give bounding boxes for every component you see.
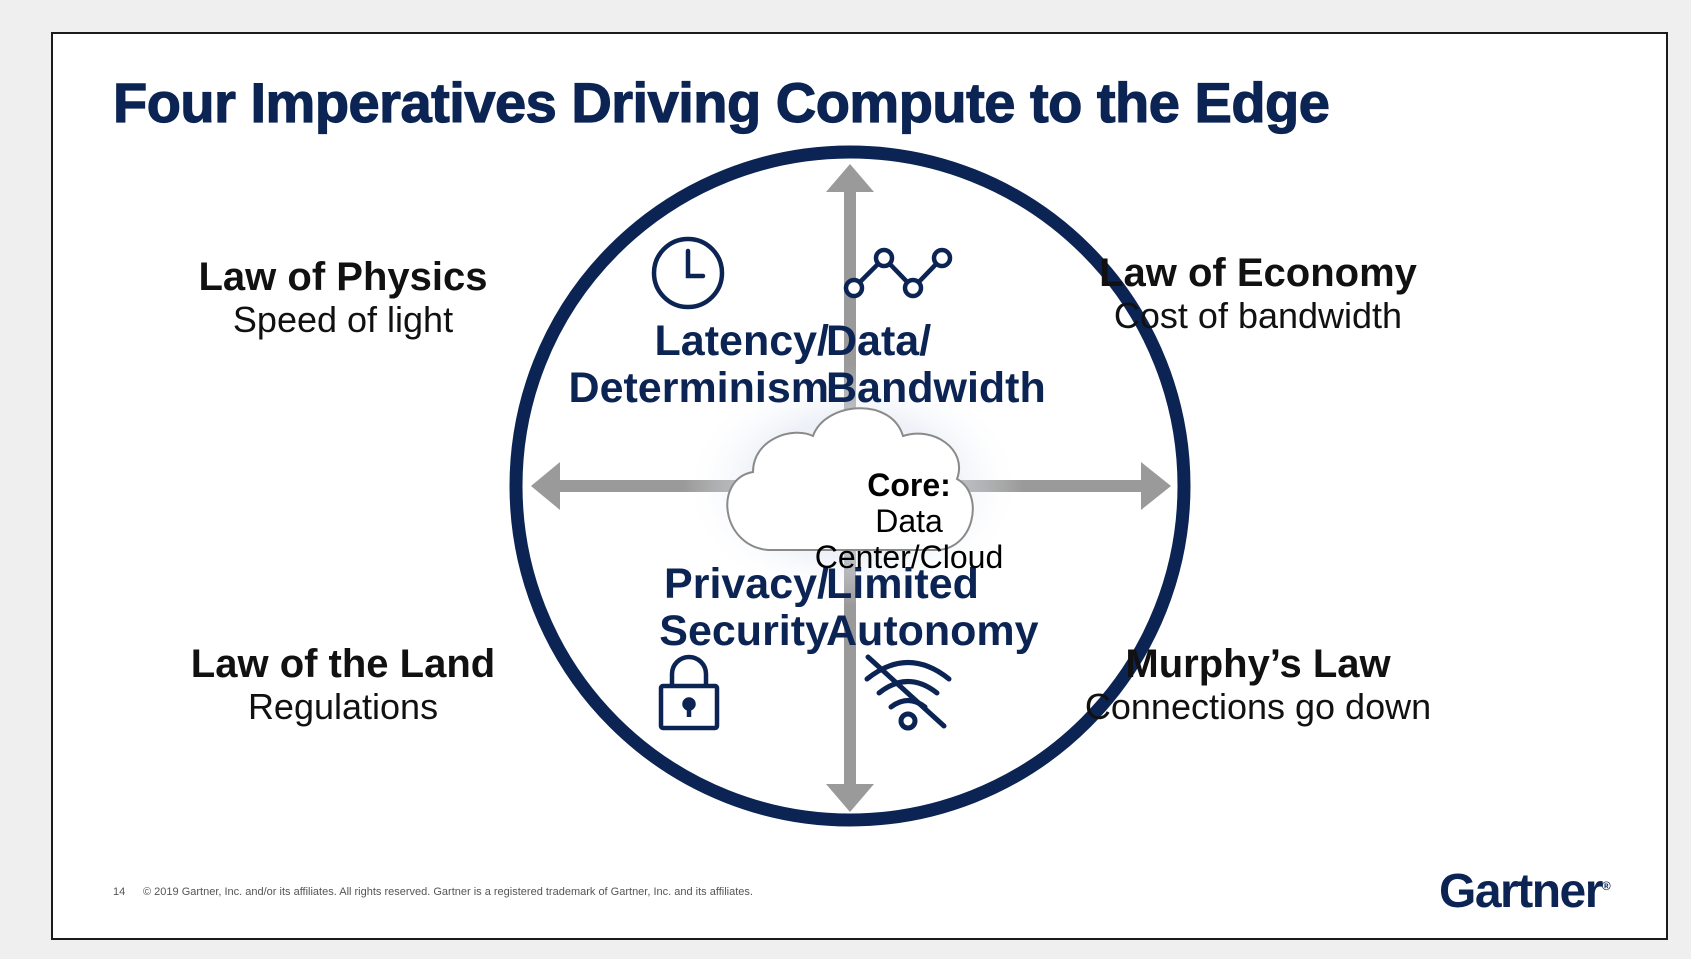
quadrant-autonomy-line2: Autonomy — [826, 607, 1039, 655]
slide-title: Four Imperatives Driving Compute to the … — [112, 70, 1330, 134]
law-land-heading: Law of the Land — [190, 642, 496, 686]
law-land-sub: Regulations — [247, 686, 439, 727]
law-physics-sub: Speed of light — [232, 299, 454, 340]
quadrant-autonomy-line1: Limited — [826, 560, 979, 608]
quadrant-latency-line2: Determinism — [568, 364, 829, 412]
quadrant-privacy-line1: Privacy/ — [664, 560, 829, 608]
logo-registered-mark: ® — [1601, 879, 1611, 893]
core-line1: Data — [875, 503, 943, 539]
copyright-notice: © 2019 Gartner, Inc. and/or its affiliat… — [143, 886, 753, 898]
law-economy-heading: Law of Economy — [1099, 251, 1417, 295]
logo-text: Gartner — [1439, 865, 1603, 918]
law-murphy-sub: Connections go down — [1084, 686, 1432, 727]
core-line2: Center/Cloud — [814, 539, 1004, 575]
slide: Four Imperatives Driving Compute to the … — [51, 32, 1668, 940]
core-label: Core: Data Center/Cloud — [759, 467, 1059, 575]
padlock-icon — [658, 654, 720, 731]
quadrant-data-line1: Data/ — [826, 317, 932, 365]
quadrant-latency-line1: Latency/ — [654, 317, 829, 365]
law-murphy: Murphy’s Law Connections go down — [1038, 642, 1478, 728]
quadrant-privacy-line2: Security — [659, 607, 829, 655]
law-economy-sub: Cost of bandwidth — [1113, 295, 1403, 336]
cloud-shape — [726, 407, 974, 552]
core-title: Core: — [867, 467, 951, 503]
law-physics: Law of Physics Speed of light — [123, 255, 563, 341]
quadrant-privacy: Privacy/ Security — [493, 561, 829, 655]
clock-icon — [651, 236, 725, 310]
quadrant-autonomy: Limited Autonomy — [826, 561, 1126, 655]
law-physics-heading: Law of Physics — [198, 255, 488, 299]
quadrant-latency: Latency/ Determinism — [493, 318, 829, 412]
gartner-logo: Gartner® — [1439, 864, 1611, 919]
quadrant-data-line2: Bandwidth — [826, 364, 1046, 412]
law-murphy-heading: Murphy’s Law — [1125, 642, 1391, 686]
law-economy: Law of Economy Cost of bandwidth — [1038, 251, 1478, 337]
wifi-off-icon — [864, 654, 952, 731]
edge-diagram — [509, 145, 1191, 827]
imperatives-circle — [509, 145, 1191, 827]
quadrant-data: Data/ Bandwidth — [826, 318, 1126, 412]
page-number: 14 — [113, 886, 126, 898]
law-land: Law of the Land Regulations — [123, 642, 563, 728]
line-graph-icon — [843, 247, 953, 299]
